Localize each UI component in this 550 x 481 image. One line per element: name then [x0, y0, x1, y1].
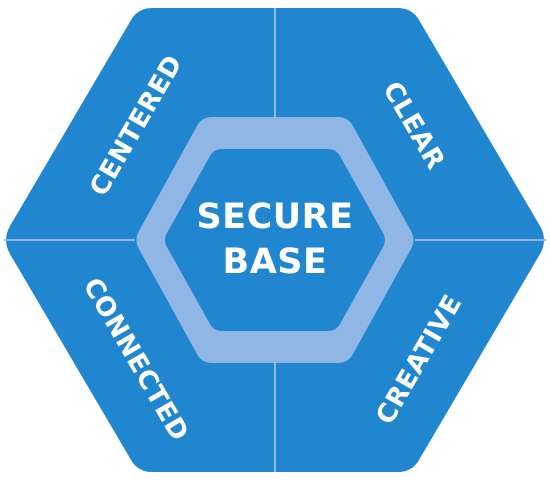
inner-hexagon: [165, 149, 385, 331]
center-label-line2: BASE: [223, 242, 328, 282]
center-label-line1: SECURE: [196, 197, 353, 237]
